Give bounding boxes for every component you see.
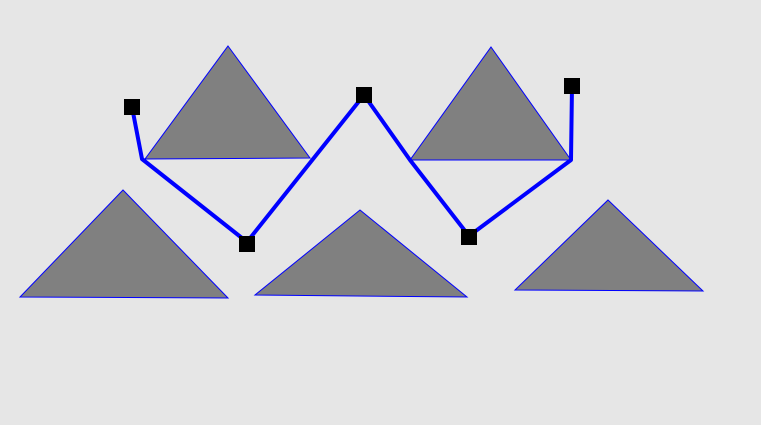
path-handle-2[interactable]	[239, 236, 255, 252]
blue-path-line	[130, 84, 574, 244]
triangle-bottom-left[interactable]	[18, 189, 230, 299]
triangle-top-left[interactable]	[144, 45, 311, 160]
path-handle-1[interactable]	[124, 99, 140, 115]
path-handle-5[interactable]	[564, 78, 580, 94]
triangle-bottom-middle[interactable]	[253, 209, 469, 298]
triangle-top-right[interactable]	[409, 46, 572, 161]
path-handle-3[interactable]	[356, 87, 372, 103]
path-handle-4[interactable]	[461, 229, 477, 245]
triangle-bottom-right[interactable]	[513, 199, 705, 292]
